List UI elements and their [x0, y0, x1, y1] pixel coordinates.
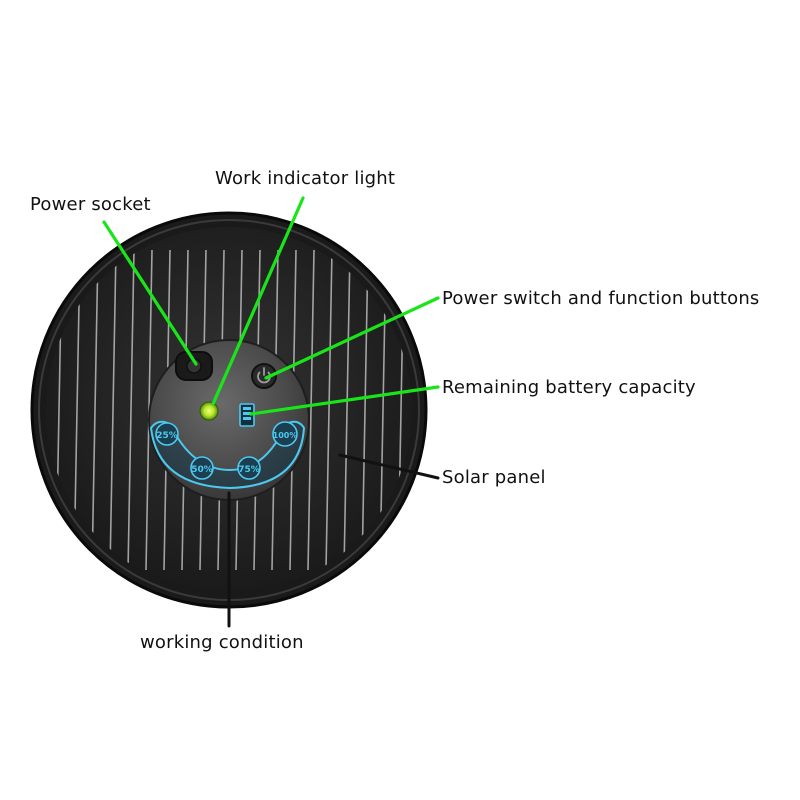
work-indicator-led [199, 401, 219, 421]
label-work-indicator-light: Work indicator light [215, 168, 396, 189]
leader-power-socket [102, 220, 198, 366]
label-power-socket: Power socket [30, 194, 151, 215]
label-battery-capacity: Remaining battery capacity [442, 377, 696, 398]
indicator-25-label: 25% [156, 431, 178, 441]
label-working-condition: working condition [140, 632, 304, 653]
label-power-switch: Power switch and function buttons [442, 288, 760, 309]
solar-light-device: 25% 50% 75% 100% [30, 211, 428, 609]
leader-battery [249, 385, 440, 416]
power-socket-icon[interactable] [175, 351, 213, 381]
indicator-50-label: 50% [191, 465, 213, 475]
working-condition-display: 25% 50% 75% 100% [149, 420, 306, 490]
indicator-100 [272, 421, 298, 447]
indicator-75 [237, 456, 261, 480]
leader-solar-panel [338, 453, 440, 480]
indicator-75-label: 75% [238, 465, 260, 475]
indicator-25 [155, 422, 179, 446]
leader-work-indicator [211, 196, 305, 406]
label-solar-panel: Solar panel [442, 467, 546, 488]
leader-lines [102, 196, 440, 628]
leader-power-switch [264, 296, 440, 380]
indicator-50 [190, 456, 214, 480]
indicator-100-label: 100% [273, 431, 298, 440]
